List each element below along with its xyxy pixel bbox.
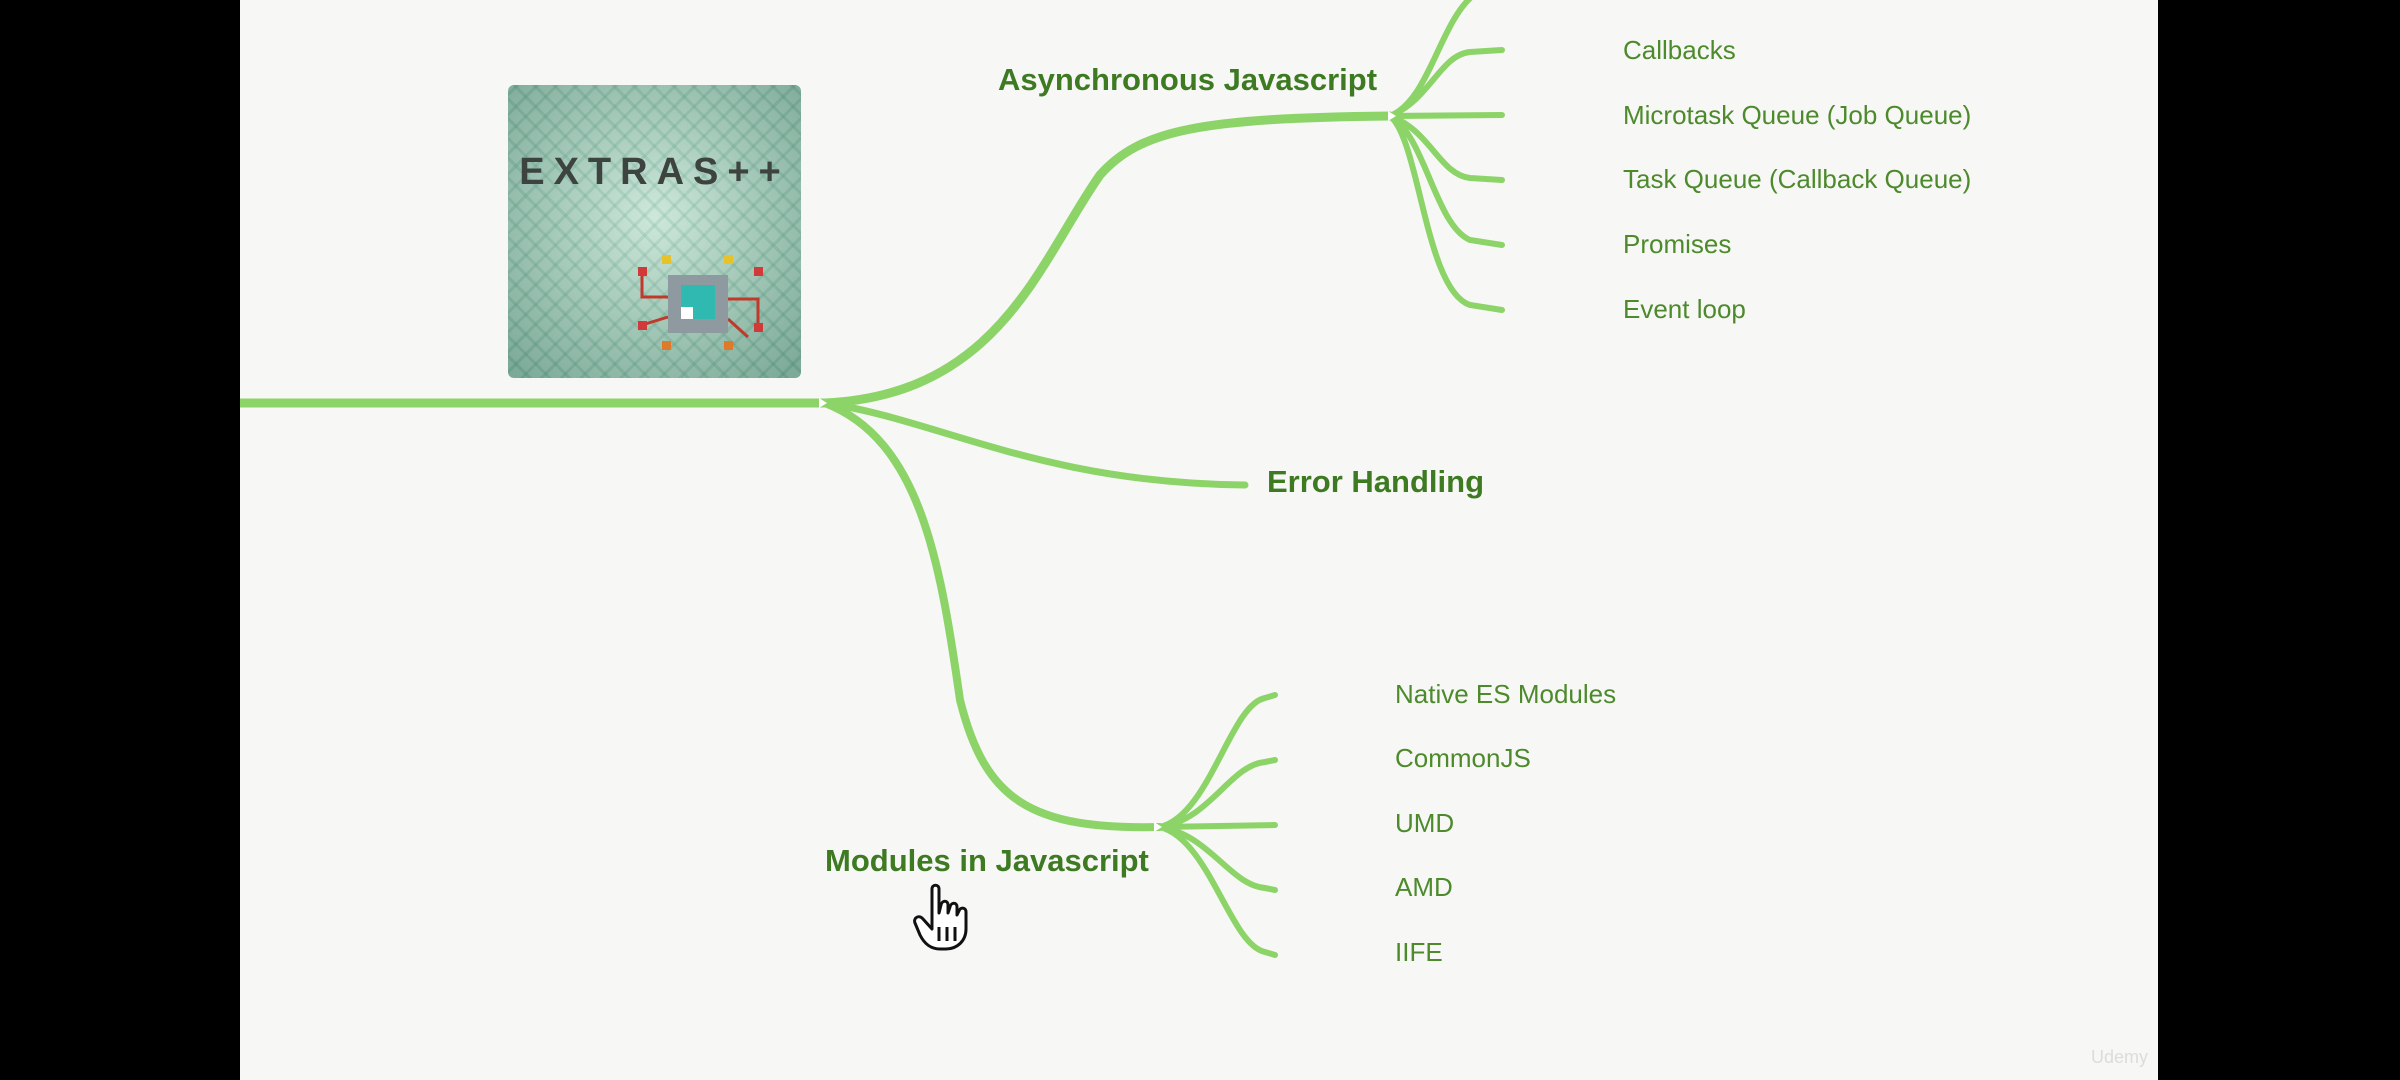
chip-icon <box>638 255 763 350</box>
hand-cursor-icon <box>913 883 968 951</box>
branch-microtask <box>1387 112 1505 119</box>
branch-iife <box>1157 824 1278 958</box>
async-javascript-title: Asynchronous Javascript <box>998 62 1378 97</box>
video-frame: EXTRAS++ Asynchronous Javascript Callbac… <box>240 0 2158 1080</box>
branch-eventloop <box>1387 113 1505 313</box>
async-item-promises: Promises <box>1623 229 1732 259</box>
module-item-iife: IIFE <box>1395 937 1443 967</box>
branch-taskqueue <box>1387 113 1505 183</box>
error-handling-title: Error Handling <box>1267 464 1485 499</box>
branch-commonjs <box>1157 757 1278 830</box>
module-item-umd: UMD <box>1395 808 1455 838</box>
branch-umd <box>1157 822 1278 830</box>
mindmap-branches <box>240 0 1505 958</box>
branch-callbacks <box>1387 47 1505 119</box>
branch-promises <box>1387 113 1505 248</box>
branch-async-top <box>1387 0 1473 119</box>
async-item-event-loop: Event loop <box>1623 294 1746 324</box>
async-item-callbacks: Callbacks <box>1623 35 1736 65</box>
module-item-native-es: Native ES Modules <box>1395 679 1617 709</box>
extras-logo: EXTRAS++ <box>508 85 801 378</box>
branch-modules <box>821 399 1164 832</box>
branch-async <box>820 111 1395 408</box>
branch-amd <box>1157 824 1278 893</box>
udemy-watermark: Udemy <box>2090 1047 2148 1067</box>
async-item-task-queue: Task Queue (Callback Queue) <box>1623 164 1972 194</box>
module-item-amd: AMD <box>1395 872 1453 902</box>
logo-text: EXTRAS++ <box>519 151 790 193</box>
branch-native-es <box>1157 692 1278 830</box>
modules-javascript-title: Modules in Javascript <box>825 843 1149 878</box>
async-item-microtask-queue: Microtask Queue (Job Queue) <box>1623 100 1972 130</box>
module-item-commonjs: CommonJS <box>1395 743 1531 773</box>
branch-error <box>821 399 1249 489</box>
